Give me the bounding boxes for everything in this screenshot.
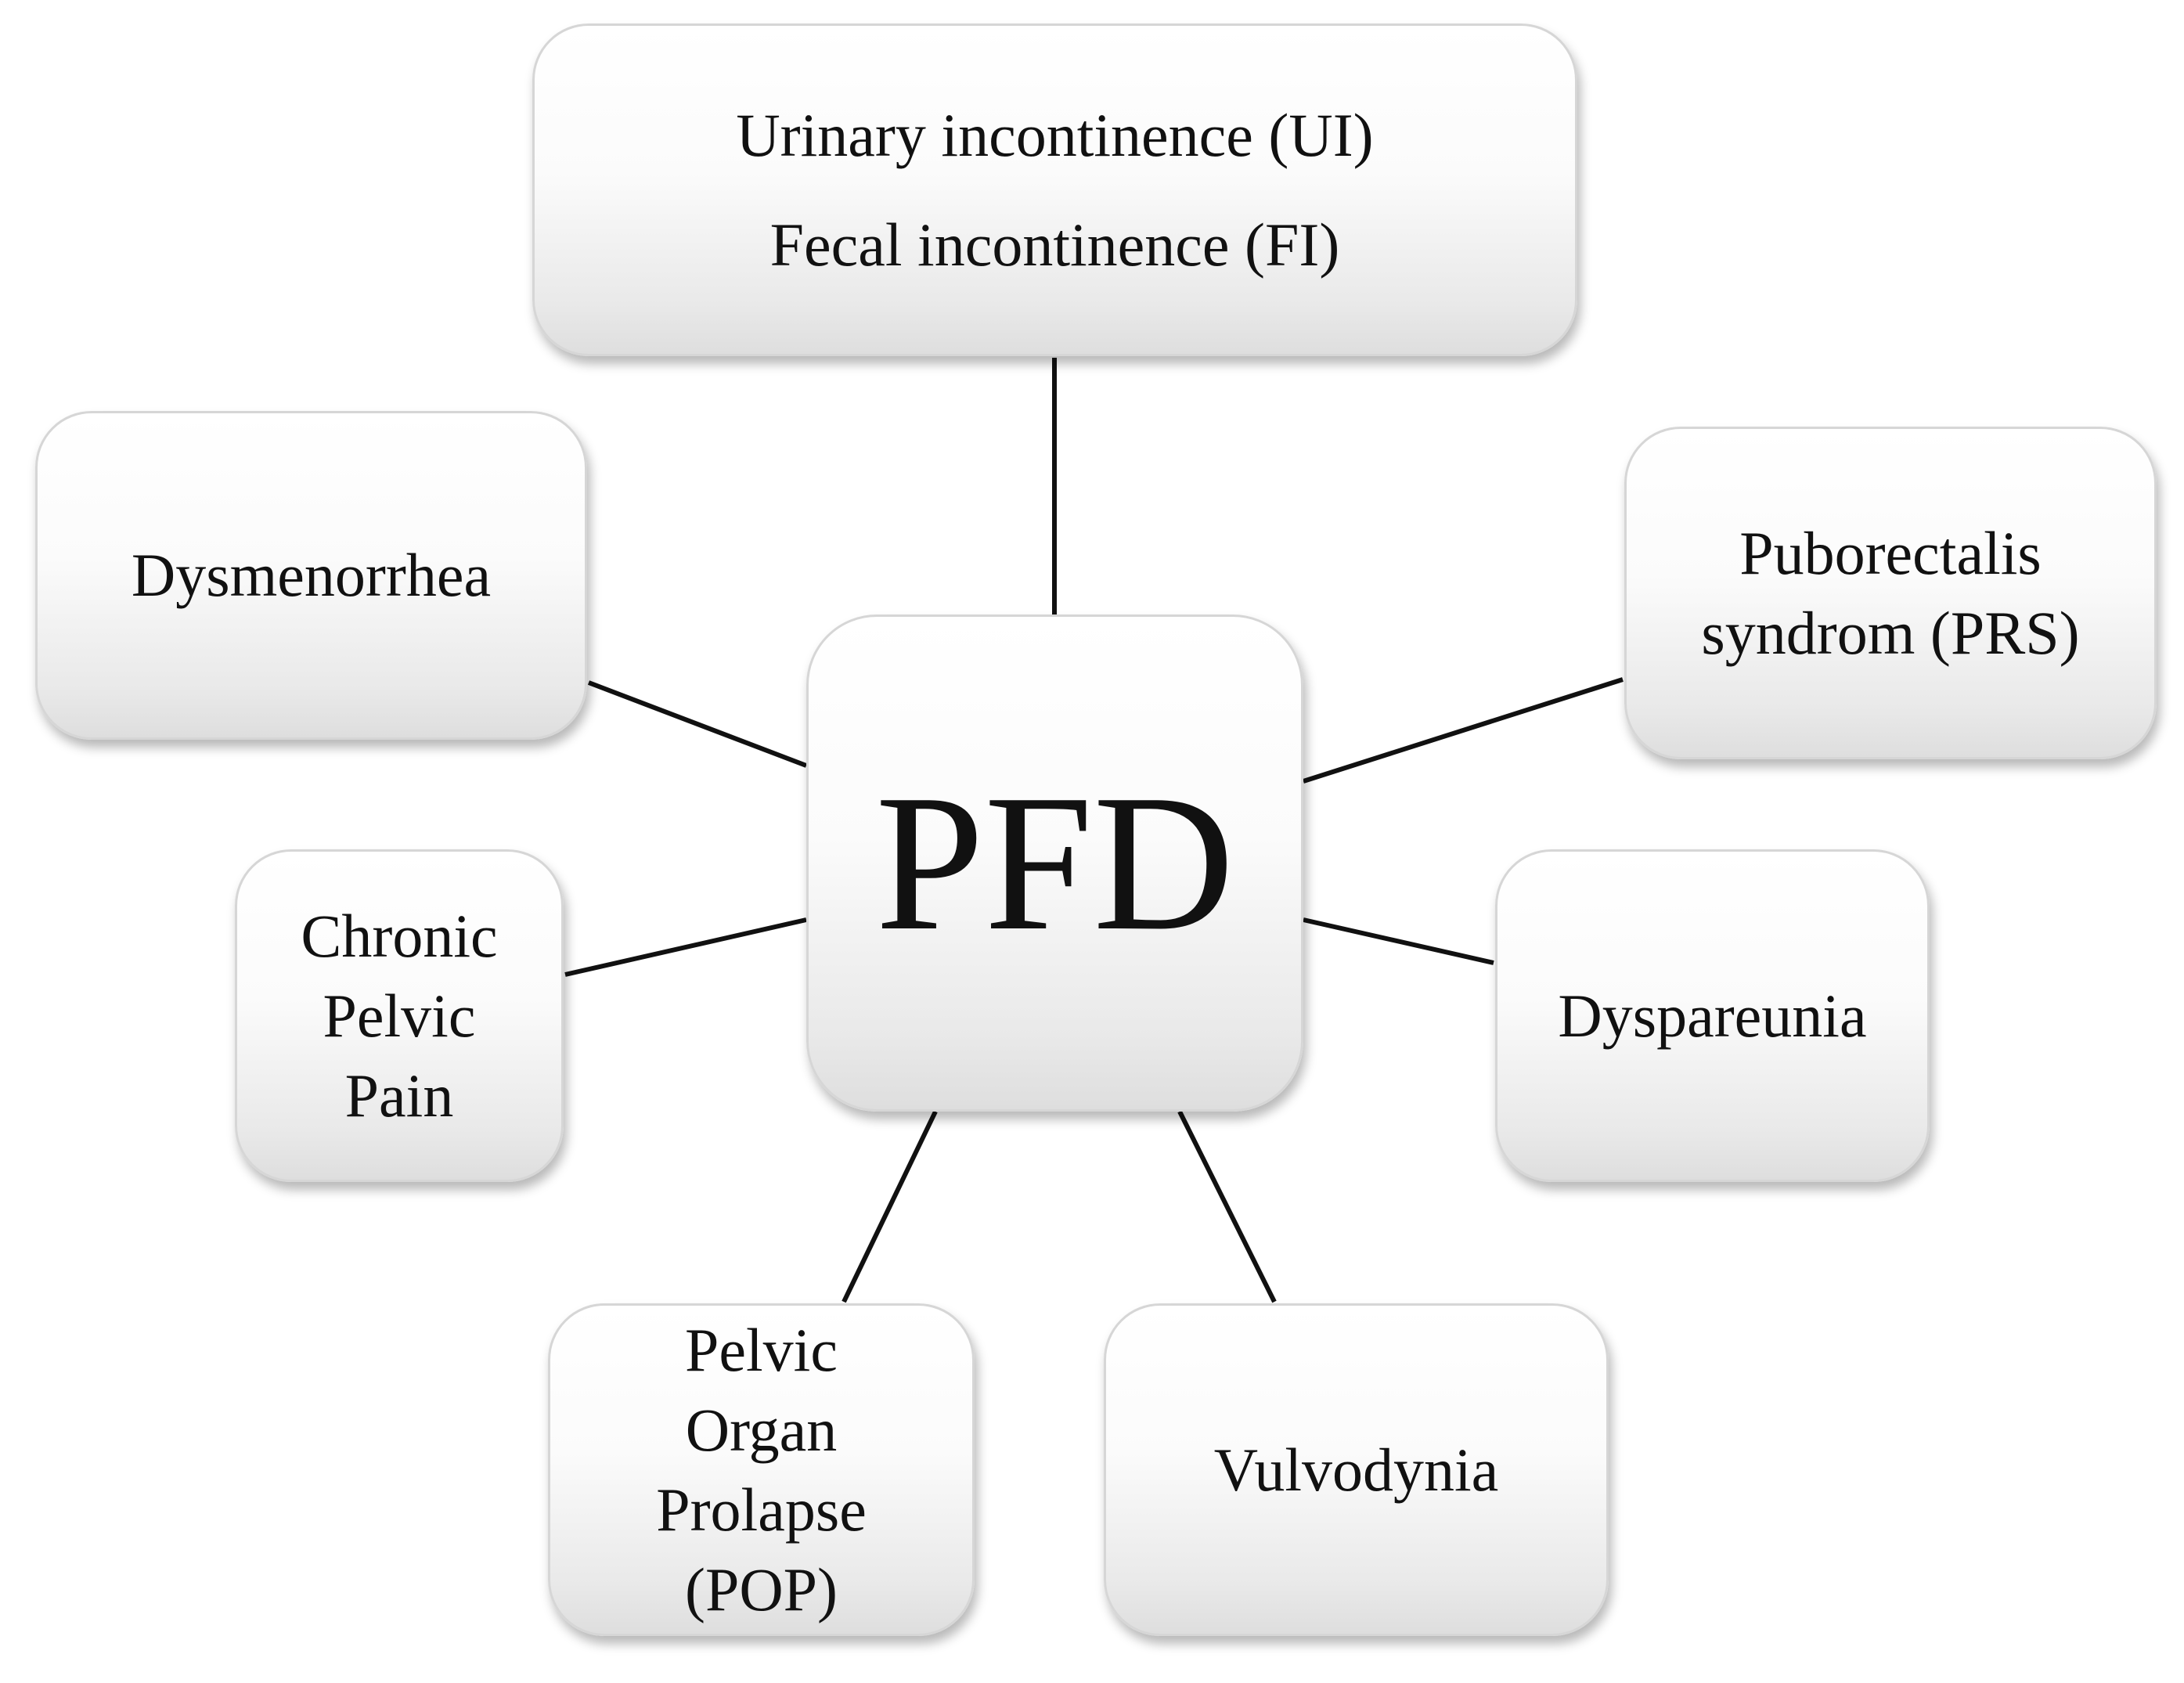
node-pelvic-organ-prolapse: Pelvic Organ Prolapse (POP) [548,1303,975,1636]
node-puborectalis-syndrom: Puborectalis syndrom (PRS) [1624,427,2157,759]
edge-pfd-to-cpp [564,917,807,977]
node-chronic-pelvic-pain: Chronic Pelvic Pain [235,849,564,1182]
node-dyspareunia: Dyspareunia [1495,849,1930,1182]
node-label-line: syndrom (PRS) [1701,598,2080,667]
node-vulvodynia: Vulvodynia [1104,1303,1609,1636]
node-dysmenorrhea: Dysmenorrhea [35,411,587,740]
node-label-line: Dyspareunia [1558,981,1867,1050]
node-label-line: Chronic [301,901,498,970]
node-urinary-fecal-incontinence: Urinary incontinence (UI) Fecal incontin… [532,23,1577,356]
center-node-pfd: PFD [806,614,1303,1112]
node-label-line: Puborectalis [1739,518,2042,587]
node-label-line: Fecal incontinence (FI) [769,210,1340,279]
node-label-line: (POP) [684,1555,838,1624]
node-label-line: Pelvic [685,1315,838,1384]
edge-pfd-to-dyspareunia [1303,917,1494,965]
node-label-line: Dysmenorrhea [131,541,492,609]
node-label-line: Organ [685,1395,838,1464]
edge-pfd-to-pop [842,1110,938,1303]
node-label-line: Urinary incontinence (UI) [736,100,1374,169]
edge-pfd-to-vulvodynia [1177,1110,1277,1303]
node-label-line: Pain [344,1061,454,1130]
node-label-line: Prolapse [656,1475,867,1544]
edge-pfd-to-dysmenorrhea [587,680,808,768]
node-label-line: Vulvodynia [1213,1435,1499,1504]
edge-pfd-to-prs [1303,677,1624,784]
center-node-label: PFD [875,754,1234,971]
node-label-line: Pelvic [323,981,476,1050]
